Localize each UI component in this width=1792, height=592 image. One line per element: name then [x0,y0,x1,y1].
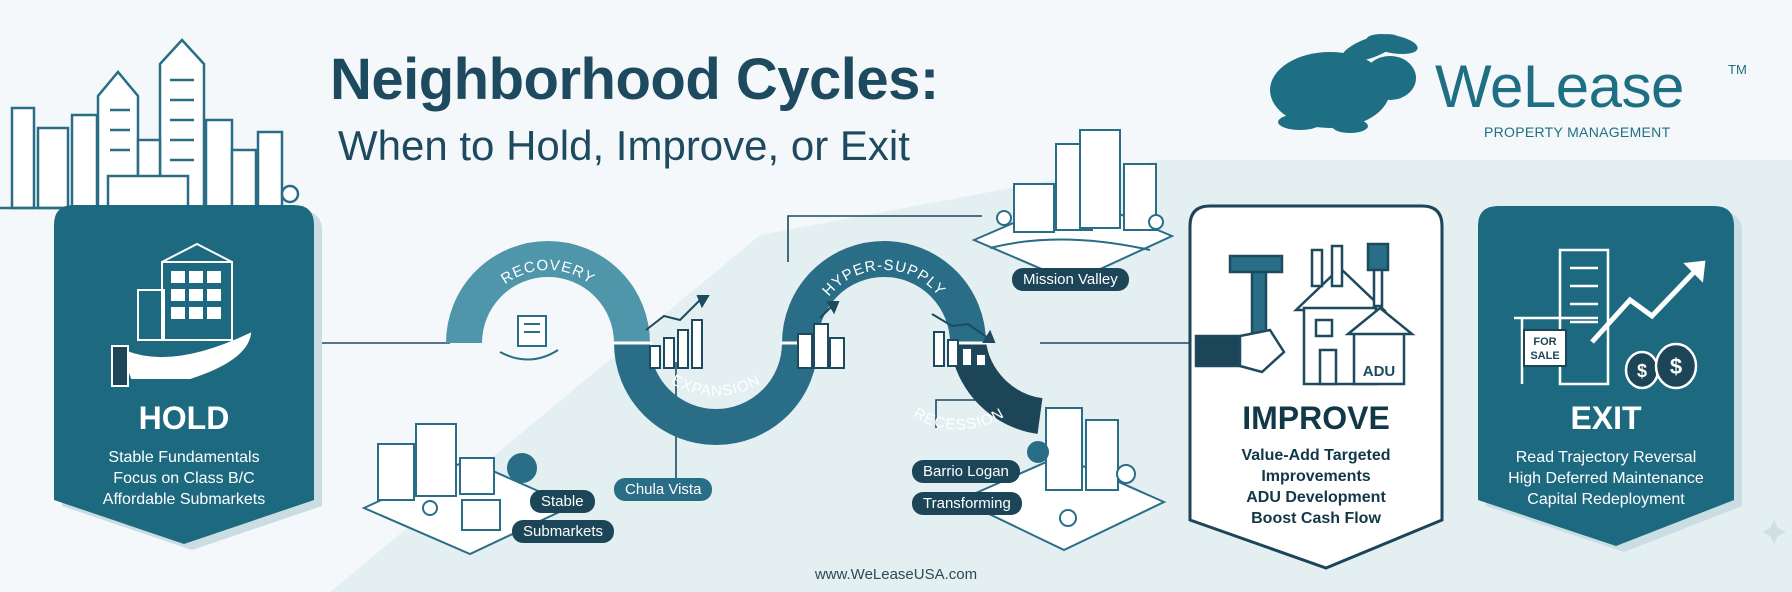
rabbit-logo [1270,34,1418,133]
for-sale-sign-line-2: SALE [1530,350,1559,362]
place-label-transforming: Transforming [912,492,1022,515]
brand-tagline: PROPERTY MANAGEMENT [1484,124,1671,140]
improve-title: IMPROVE [1242,400,1390,436]
exit-title: EXIT [1570,400,1642,436]
city-skyline-illustration [0,38,300,210]
improve-text-block: IMPROVE Value-Add Targeted Improvements … [1190,400,1442,529]
recession-decline-chart-icon [931,313,996,367]
recovery-arc [446,241,650,344]
improve-line: Boost Cash Flow [1251,510,1381,527]
improve-line: Value-Add Targeted [1241,447,1391,464]
exit-panel [1478,206,1734,546]
hold-line: Focus on Class B/C [113,470,255,487]
place-label-barrio-logan: Barrio Logan [912,460,1020,483]
exit-line: Read Trajectory Reversal [1515,449,1697,466]
hold-title: HOLD [138,400,230,436]
footer-website-link[interactable]: www.WeLeaseUSA.com [814,566,978,583]
improve-tools-house-icon [1194,242,1416,386]
trademark-mark: TM [1728,62,1747,77]
improve-line: ADU Development [1246,489,1386,506]
adu-badge: ADU [1363,363,1396,380]
place-label-mission-valley: Mission Valley [1012,268,1129,291]
for-sale-sign-line-1: FOR [1533,336,1556,348]
phase-label-hyper-supply: HYPER-SUPPLY [819,257,949,300]
dollar-glyph: $ [1637,361,1647,381]
phase-label-recession: RECESSION [911,405,1007,434]
market-cycle-wave [446,241,1044,445]
hold-text-block: HOLD Stable Fundamentals Focus on Class … [54,400,314,510]
stable-submarkets-illustration [361,423,575,556]
brand-name: WeLease [1435,53,1684,120]
phase-label-recovery: RECOVERY [498,257,598,288]
hyper-supply-arc [782,241,986,344]
place-label-chula-vista: Chula Vista [614,478,713,501]
recovery-house-hand-icon [499,315,559,361]
exit-text-block: EXIT Read Trajectory Reversal High Defer… [1478,400,1734,510]
dollar-glyph: $ [1670,354,1682,379]
exit-line: High Deferred Maintenance [1508,470,1704,487]
place-label-submarkets: Submarkets [512,520,615,543]
improve-line: Improvements [1261,468,1371,485]
hold-line: Affordable Submarkets [102,491,266,508]
page-title: Neighborhood Cycles: [330,47,939,112]
exit-sale-growth-icon [1514,248,1706,390]
page-subtitle: When to Hold, Improve, or Exit [338,122,910,169]
expansion-growth-chart-icon [645,295,710,369]
place-label-stable: Stable [530,490,595,513]
expansion-arc [614,342,818,445]
for-sale-sign [1523,329,1567,367]
sparkle-icon [1762,520,1786,544]
exit-line: Capital Redeployment [1527,491,1685,508]
hyper-supply-buildings-icon [797,301,845,369]
phase-label-expansion: EXPANSION [669,372,764,400]
hold-building-hand-icon [111,242,252,387]
hold-line: Stable Fundamentals [108,449,260,466]
